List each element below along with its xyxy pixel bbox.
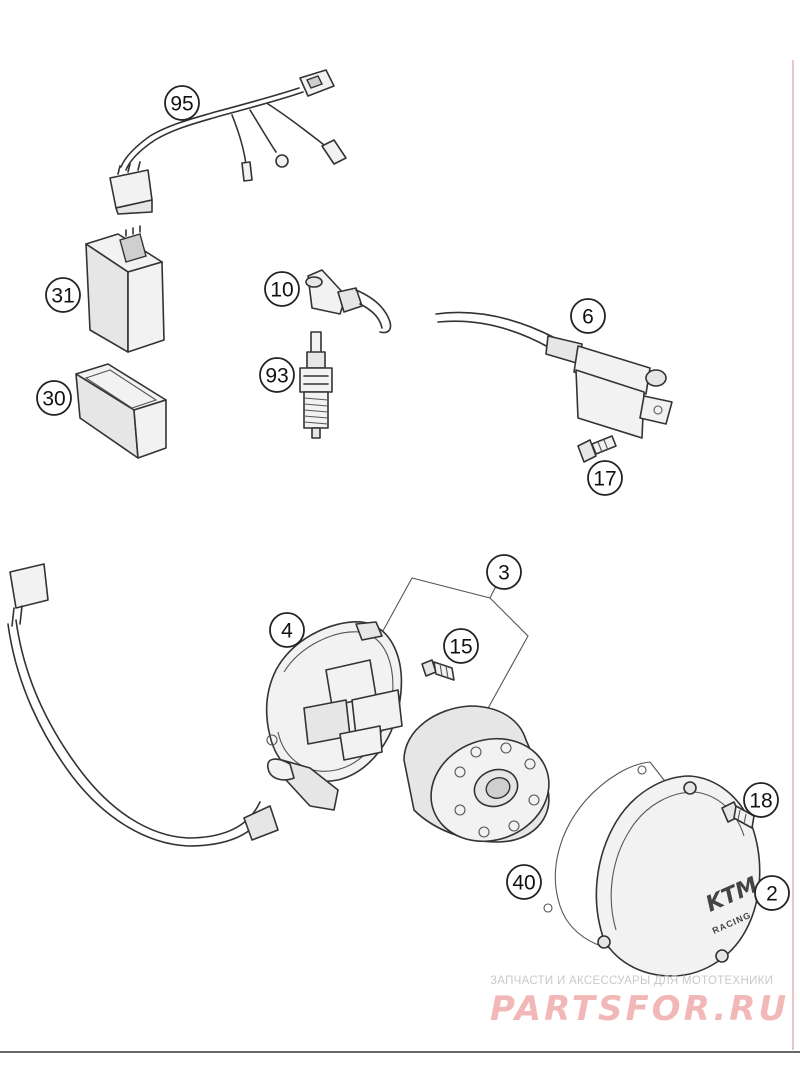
cover-bolt-part [721, 801, 755, 829]
cdi-unit-part [85, 225, 165, 353]
callout-label: 31 [51, 285, 74, 308]
part-number-callouts: 95 31 10 6 93 30 17 3 4 15 18 40 2 [36, 85, 790, 911]
callout-label: 10 [270, 279, 293, 302]
callout-circle [570, 298, 606, 334]
ignition-coil-part [435, 311, 673, 439]
spark-plug-part [299, 331, 333, 439]
callout-label: 4 [281, 620, 293, 643]
callout-label: 3 [498, 562, 510, 585]
flywheel-rotor-part [403, 705, 550, 843]
callout-40: 40 [506, 864, 542, 900]
callout-label: 93 [265, 365, 288, 388]
stator-plate-part [7, 563, 403, 847]
callout-circle [269, 612, 305, 648]
callout-15: 15 [443, 628, 479, 664]
callout-label: 6 [582, 306, 594, 329]
callout-circle [587, 460, 623, 496]
callout-label: 30 [42, 388, 65, 411]
wiring-harness-part [109, 69, 347, 215]
leader-lines [377, 577, 529, 713]
callout-6: 6 [570, 298, 606, 334]
callout-circle [486, 554, 522, 590]
callout-label: 2 [766, 883, 778, 906]
callout-4: 4 [269, 612, 305, 648]
callout-circle [443, 628, 479, 664]
callout-18: 18 [743, 782, 779, 818]
watermark-caption: ЗАПЧАСТИ И АКСЕССУАРЫ ДЛЯ МОТОТЕХНИКИ [490, 975, 773, 987]
callout-circle [259, 357, 295, 393]
callout-17: 17 [587, 460, 623, 496]
callout-circle [264, 271, 300, 307]
callout-95: 95 [164, 85, 200, 121]
callout-31: 31 [45, 277, 81, 313]
callout-circle [164, 85, 200, 121]
callout-label: 18 [749, 790, 772, 813]
coil-bolt-part [577, 435, 617, 463]
callout-circle [506, 864, 542, 900]
callout-circle [36, 380, 72, 416]
cdi-holder-part [75, 363, 167, 459]
callout-circle [743, 782, 779, 818]
flywheel-bolt-part [421, 659, 455, 681]
callout-label: 15 [449, 636, 472, 659]
callout-label: 17 [593, 468, 616, 491]
callout-label: 95 [170, 93, 193, 116]
callout-label: 40 [512, 872, 535, 895]
watermark-site: PARTSFOR.RU [490, 989, 789, 1029]
callout-10: 10 [264, 271, 300, 307]
callout-circle [45, 277, 81, 313]
callout-2: 2 [754, 875, 790, 911]
callout-93: 93 [259, 357, 295, 393]
callout-30: 30 [36, 380, 72, 416]
callout-3: 3 [486, 554, 522, 590]
spark-plug-cap-part [305, 269, 392, 334]
callout-circle [754, 875, 790, 911]
